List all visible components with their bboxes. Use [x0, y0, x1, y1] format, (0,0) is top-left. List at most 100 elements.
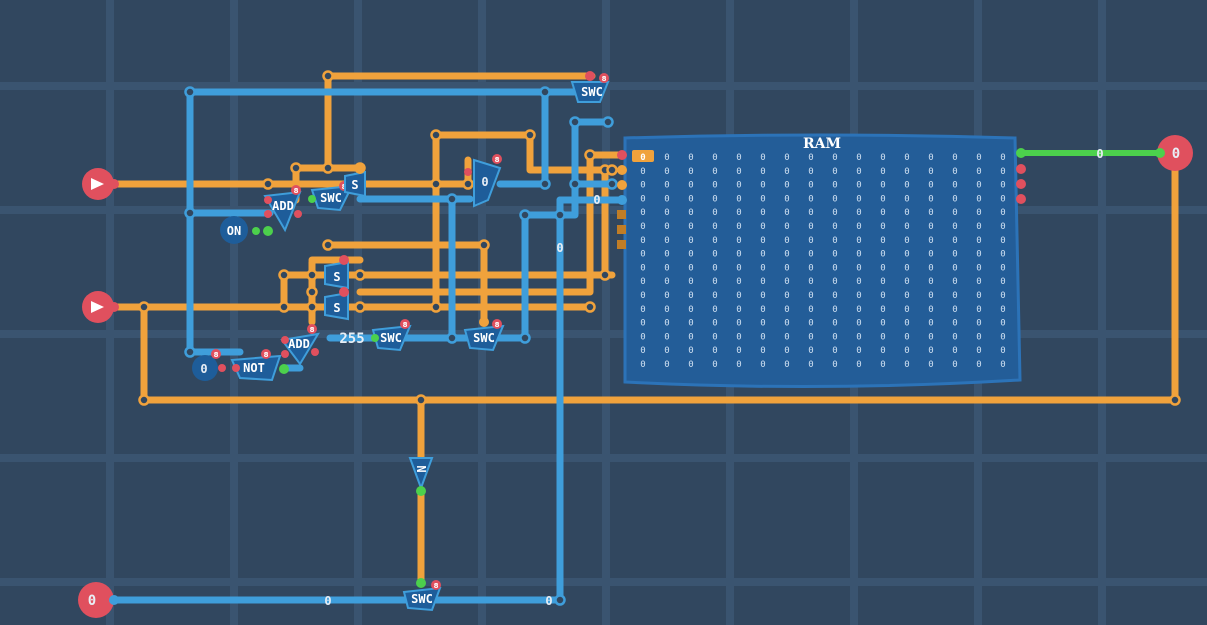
ram-output-port[interactable]: [1016, 179, 1026, 189]
ram-cell: 0: [664, 332, 669, 342]
wire-junction[interactable]: [446, 193, 458, 205]
ram-output-port[interactable]: [1016, 194, 1026, 204]
swc-mid-b[interactable]: SWC 8: [463, 317, 505, 352]
ram-cell: 0: [784, 208, 789, 218]
on-constant[interactable]: ON: [220, 216, 273, 244]
ram-cell: 0: [952, 236, 957, 246]
ram-cell: 0: [1000, 181, 1005, 191]
wire-junction[interactable]: [606, 178, 618, 190]
ram-cell: 0: [712, 250, 717, 260]
grid-line: [602, 0, 610, 625]
input-middle[interactable]: [82, 291, 119, 323]
wire-junction[interactable]: [602, 116, 614, 128]
ram-cell: 0: [640, 263, 645, 273]
wire-junction[interactable]: [322, 162, 334, 174]
ram-port[interactable]: [617, 240, 626, 249]
ram-cell: 0: [976, 167, 981, 177]
add-bottom[interactable]: ADD 8: [280, 324, 320, 366]
ram-cell: 0: [928, 181, 933, 191]
input-bottom[interactable]: 0: [78, 582, 119, 618]
wire-junction[interactable]: [138, 394, 150, 406]
wire-junction[interactable]: [354, 269, 366, 281]
wire-junction[interactable]: [138, 301, 150, 313]
ram-cell: 0: [640, 181, 645, 191]
wire-junction[interactable]: [554, 594, 566, 606]
ram-port[interactable]: [617, 195, 627, 205]
swc-bottom[interactable]: SWC 8: [402, 578, 442, 612]
ram-cell: 0: [904, 181, 909, 191]
output-node[interactable]: 0: [1155, 135, 1193, 171]
wire-junction[interactable]: [430, 178, 442, 190]
const-zero[interactable]: 0 8: [192, 349, 226, 381]
ram-port[interactable]: [617, 180, 627, 190]
wire-junction[interactable]: [415, 394, 427, 406]
wire-junction[interactable]: [430, 301, 442, 313]
wire-junction[interactable]: [306, 269, 318, 281]
neg-gate[interactable]: N: [408, 457, 434, 496]
ram-port[interactable]: [617, 225, 626, 234]
wire-junction[interactable]: [569, 178, 581, 190]
input-top[interactable]: [82, 168, 119, 200]
const-255[interactable]: 255: [339, 331, 364, 347]
wire-junction[interactable]: [519, 332, 531, 344]
ram-port[interactable]: [617, 150, 627, 160]
wire-junction[interactable]: [306, 286, 318, 298]
ram-cell: 0: [832, 153, 837, 163]
ram-cell: 0: [664, 181, 669, 191]
wire-junction[interactable]: [322, 239, 334, 251]
wire-junction[interactable]: [306, 301, 318, 313]
ram-cell: 0: [784, 360, 789, 370]
swc-top[interactable]: SWC 8: [570, 71, 610, 103]
wire-junction[interactable]: [1169, 394, 1181, 406]
swc-mid-a[interactable]: SWC 8: [371, 319, 412, 352]
wire-junction[interactable]: [519, 209, 531, 221]
register[interactable]: 0 8: [464, 154, 502, 208]
ram-output-port[interactable]: [1016, 148, 1026, 158]
wire-junction[interactable]: [184, 86, 196, 98]
ram-port[interactable]: [617, 210, 626, 219]
ram-cell: 0: [904, 319, 909, 329]
wire-junction[interactable]: [606, 164, 618, 176]
wire-junction[interactable]: [184, 346, 196, 358]
ram-port[interactable]: [617, 165, 627, 175]
wire-junction[interactable]: [262, 178, 274, 190]
wire-junctions: [138, 70, 1181, 606]
wire-junction[interactable]: [278, 301, 290, 313]
ram-cell: 0: [808, 153, 813, 163]
wire-junction[interactable]: [354, 301, 366, 313]
ram-cell: 0: [904, 263, 909, 273]
switch-s2[interactable]: S: [324, 255, 349, 290]
ram-cell: 0: [760, 250, 765, 260]
wire-junction[interactable]: [539, 178, 551, 190]
add-top[interactable]: ADD 8: [263, 185, 302, 233]
not-gate[interactable]: NOT 8: [230, 349, 289, 382]
wire-junction[interactable]: [539, 86, 551, 98]
wire-junction[interactable]: [584, 149, 596, 161]
wire-junction[interactable]: [290, 162, 302, 174]
wire-junction[interactable]: [599, 269, 611, 281]
ram-cell: 0: [928, 319, 933, 329]
ram-cell: 0: [832, 222, 837, 232]
blue-wires: [110, 88, 629, 604]
wire-junction[interactable]: [478, 239, 490, 251]
wire-junction[interactable]: [584, 301, 596, 313]
wire-junction[interactable]: [524, 129, 536, 141]
ram-cell: 0: [736, 346, 741, 356]
ram-cell: 0: [1000, 291, 1005, 301]
wire-junction[interactable]: [184, 207, 196, 219]
wire-junction[interactable]: [446, 332, 458, 344]
ram-cell: 0: [1000, 236, 1005, 246]
wire-junction[interactable]: [430, 129, 442, 141]
wire-junction[interactable]: [322, 70, 334, 82]
ram-output-port[interactable]: [1016, 164, 1026, 174]
wire-junction[interactable]: [462, 178, 474, 190]
switch-s1[interactable]: S: [344, 164, 366, 198]
wire-junction[interactable]: [569, 116, 581, 128]
grid-line: [0, 578, 1207, 586]
wire-junction[interactable]: [278, 269, 290, 281]
wire-junction[interactable]: [554, 209, 566, 221]
ram-cell: 0: [904, 250, 909, 260]
switch-s3[interactable]: S: [324, 287, 349, 321]
